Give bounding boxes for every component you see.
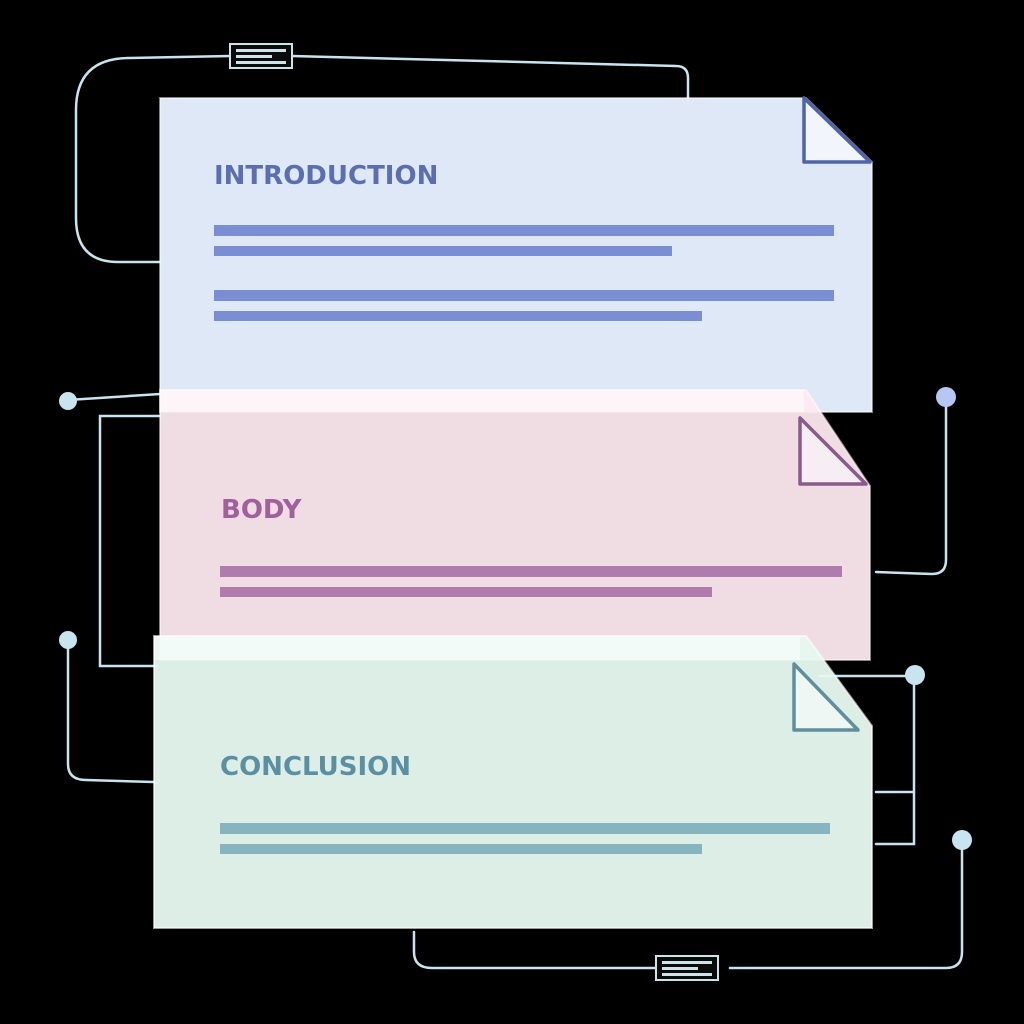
text-line	[214, 225, 834, 236]
connector-bottom	[412, 930, 658, 970]
connector-left-lower	[66, 638, 156, 784]
connector-nodes	[59, 387, 972, 850]
introduction-title: INTRODUCTION	[214, 161, 438, 191]
text-line	[220, 566, 842, 577]
text-line	[220, 587, 712, 597]
folded-corner-icon	[798, 416, 868, 486]
text-line	[214, 311, 702, 321]
connector-lines	[66, 54, 964, 970]
body-sheet	[159, 389, 871, 661]
connector-right-upper	[874, 396, 948, 576]
node-right-middle	[905, 665, 925, 685]
conclusion-title: CONCLUSION	[220, 752, 411, 782]
folded-corner-icon	[802, 96, 872, 164]
connector-port-icon	[229, 43, 293, 69]
conclusion-page: CONCLUSION	[153, 635, 873, 929]
body-highlight	[160, 390, 804, 412]
folded-corner-icon	[792, 662, 860, 732]
conclusion-highlight	[154, 636, 800, 660]
text-line	[214, 246, 672, 256]
connector-top-left	[74, 54, 232, 264]
node-left-upper	[59, 392, 77, 410]
introduction-page: INTRODUCTION	[159, 96, 873, 413]
connector-port-icon	[655, 955, 719, 981]
body-title: BODY	[221, 495, 303, 525]
node-right-lower	[952, 830, 972, 850]
connector-left-bracket	[98, 414, 162, 668]
text-line	[220, 823, 830, 834]
body-page: BODY	[159, 389, 871, 661]
text-line	[214, 290, 834, 301]
connector-left-upper	[66, 392, 162, 402]
node-left-lower	[59, 631, 77, 649]
connector-top-right	[290, 54, 690, 100]
conclusion-sheet	[153, 635, 873, 929]
connector-right-middle	[818, 674, 916, 846]
text-line	[220, 844, 702, 854]
node-right-upper	[936, 387, 956, 407]
connector-bottom-right	[728, 840, 964, 970]
